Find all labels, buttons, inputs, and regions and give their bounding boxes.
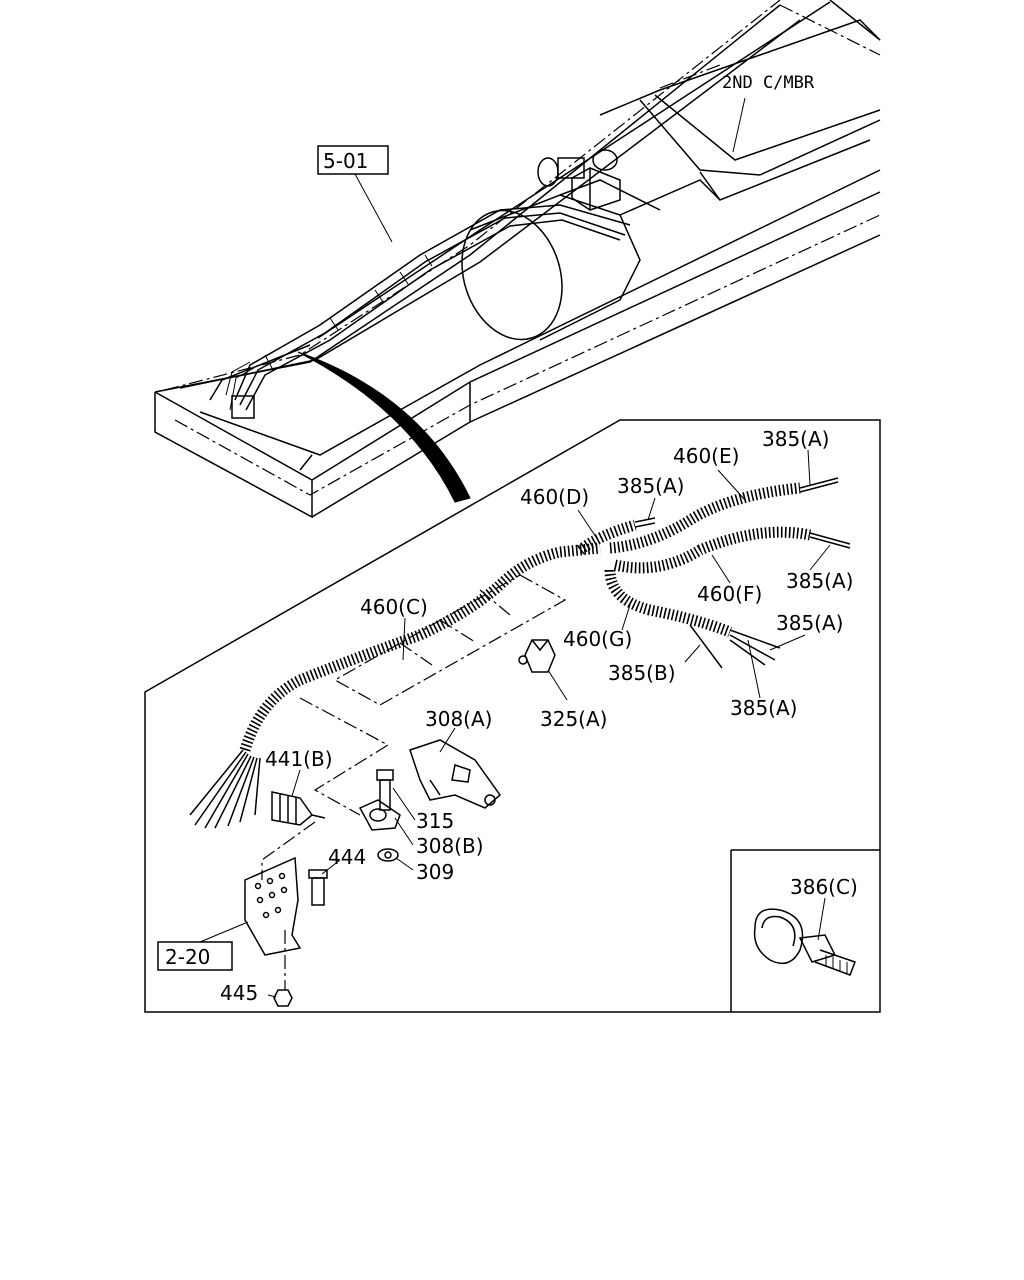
label-460c: 460(C) <box>360 595 428 619</box>
crossmember-label: 2ND C/MBR <box>722 73 815 93</box>
mounting-outline <box>333 574 567 706</box>
ref-box-2-20: 2-20 <box>157 921 249 971</box>
label-460d: 460(D) <box>520 485 589 509</box>
connector-441b <box>271 791 326 826</box>
label-385a-4: 385(A) <box>776 611 843 635</box>
label-445: 445 <box>220 981 258 1005</box>
label-385b: 385(B) <box>608 661 676 685</box>
label-385a-5: 385(A) <box>730 696 797 720</box>
frame-harness <box>225 204 631 419</box>
part-labels: 460(C) 460(D) 460(E) 460(F) 460(G) 385(A… <box>220 427 858 1005</box>
label-385a-2: 385(A) <box>617 474 684 498</box>
bracket-assembly <box>244 856 328 1007</box>
chassis-frame <box>154 0 881 519</box>
label-385a-1: 385(A) <box>762 427 829 451</box>
band-386c <box>753 908 856 976</box>
label-460f: 460(F) <box>697 582 762 606</box>
clamp-308a <box>409 739 502 809</box>
clip-325a <box>518 639 556 673</box>
label-308a: 308(A) <box>425 707 492 731</box>
corrugated-harness <box>189 477 851 829</box>
leader-lines <box>267 449 831 998</box>
label-441b: 441(B) <box>265 747 333 771</box>
tank-sender-unit <box>537 149 621 211</box>
label-309: 309 <box>416 860 454 884</box>
label-315: 315 <box>416 809 454 833</box>
label-460e: 460(E) <box>673 444 739 468</box>
ref-2-20-label: 2-20 <box>165 945 210 969</box>
ref-box-5-01: 5-01 <box>317 145 393 243</box>
label-386c: 386(C) <box>790 875 858 899</box>
detail-panel <box>144 419 881 1013</box>
ref-5-01-label: 5-01 <box>323 149 368 173</box>
label-444: 444 <box>328 845 366 869</box>
wire-fan <box>189 749 261 829</box>
label-325a: 325(A) <box>540 707 607 731</box>
label-308b: 308(B) <box>416 834 484 858</box>
fuel-tank <box>461 179 721 341</box>
label-385a-3: 385(A) <box>786 569 853 593</box>
label-460g: 460(G) <box>563 627 632 651</box>
detail-arrow <box>297 351 471 503</box>
